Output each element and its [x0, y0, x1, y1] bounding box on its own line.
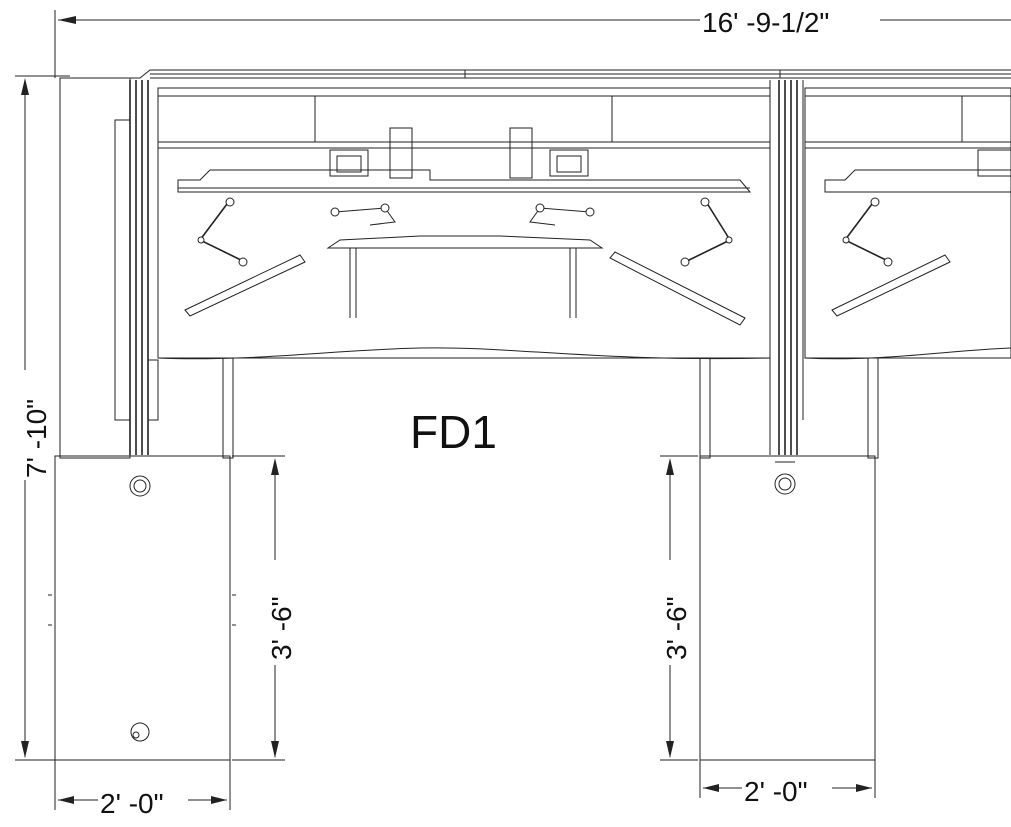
right-pedestal-depth-dimension: 3' -6" — [660, 455, 698, 761]
center-divider-panel — [769, 80, 804, 455]
overall-depth-dimension: 7' -10" — [15, 75, 70, 761]
left-pedestal-width-label: 2' -0" — [100, 788, 164, 819]
overall-width-label: 16' -9-1/2" — [702, 7, 829, 38]
overall-depth-label: 7' -10" — [21, 399, 52, 478]
left-pedestal-width-dimension: 2' -0" — [54, 760, 231, 819]
left-pedestal-depth-label: 3' -6" — [266, 596, 297, 660]
right-pedestal — [699, 455, 876, 761]
right-pedestal-width-label: 2' -0" — [744, 776, 808, 807]
right-workstation — [804, 87, 1011, 459]
overall-width-dimension: 16' -9-1/2" — [54, 7, 1011, 78]
drawing-label: FD1 — [410, 406, 497, 458]
top-panel-rails — [60, 69, 1011, 79]
left-workstation — [157, 87, 771, 459]
left-pedestal-depth-dimension: 3' -6" — [232, 455, 297, 761]
right-pedestal-width-dimension: 2' -0" — [699, 760, 876, 807]
right-pedestal-depth-label: 3' -6" — [661, 596, 692, 660]
left-pedestal — [48, 455, 236, 761]
left-end-panel — [59, 77, 159, 459]
